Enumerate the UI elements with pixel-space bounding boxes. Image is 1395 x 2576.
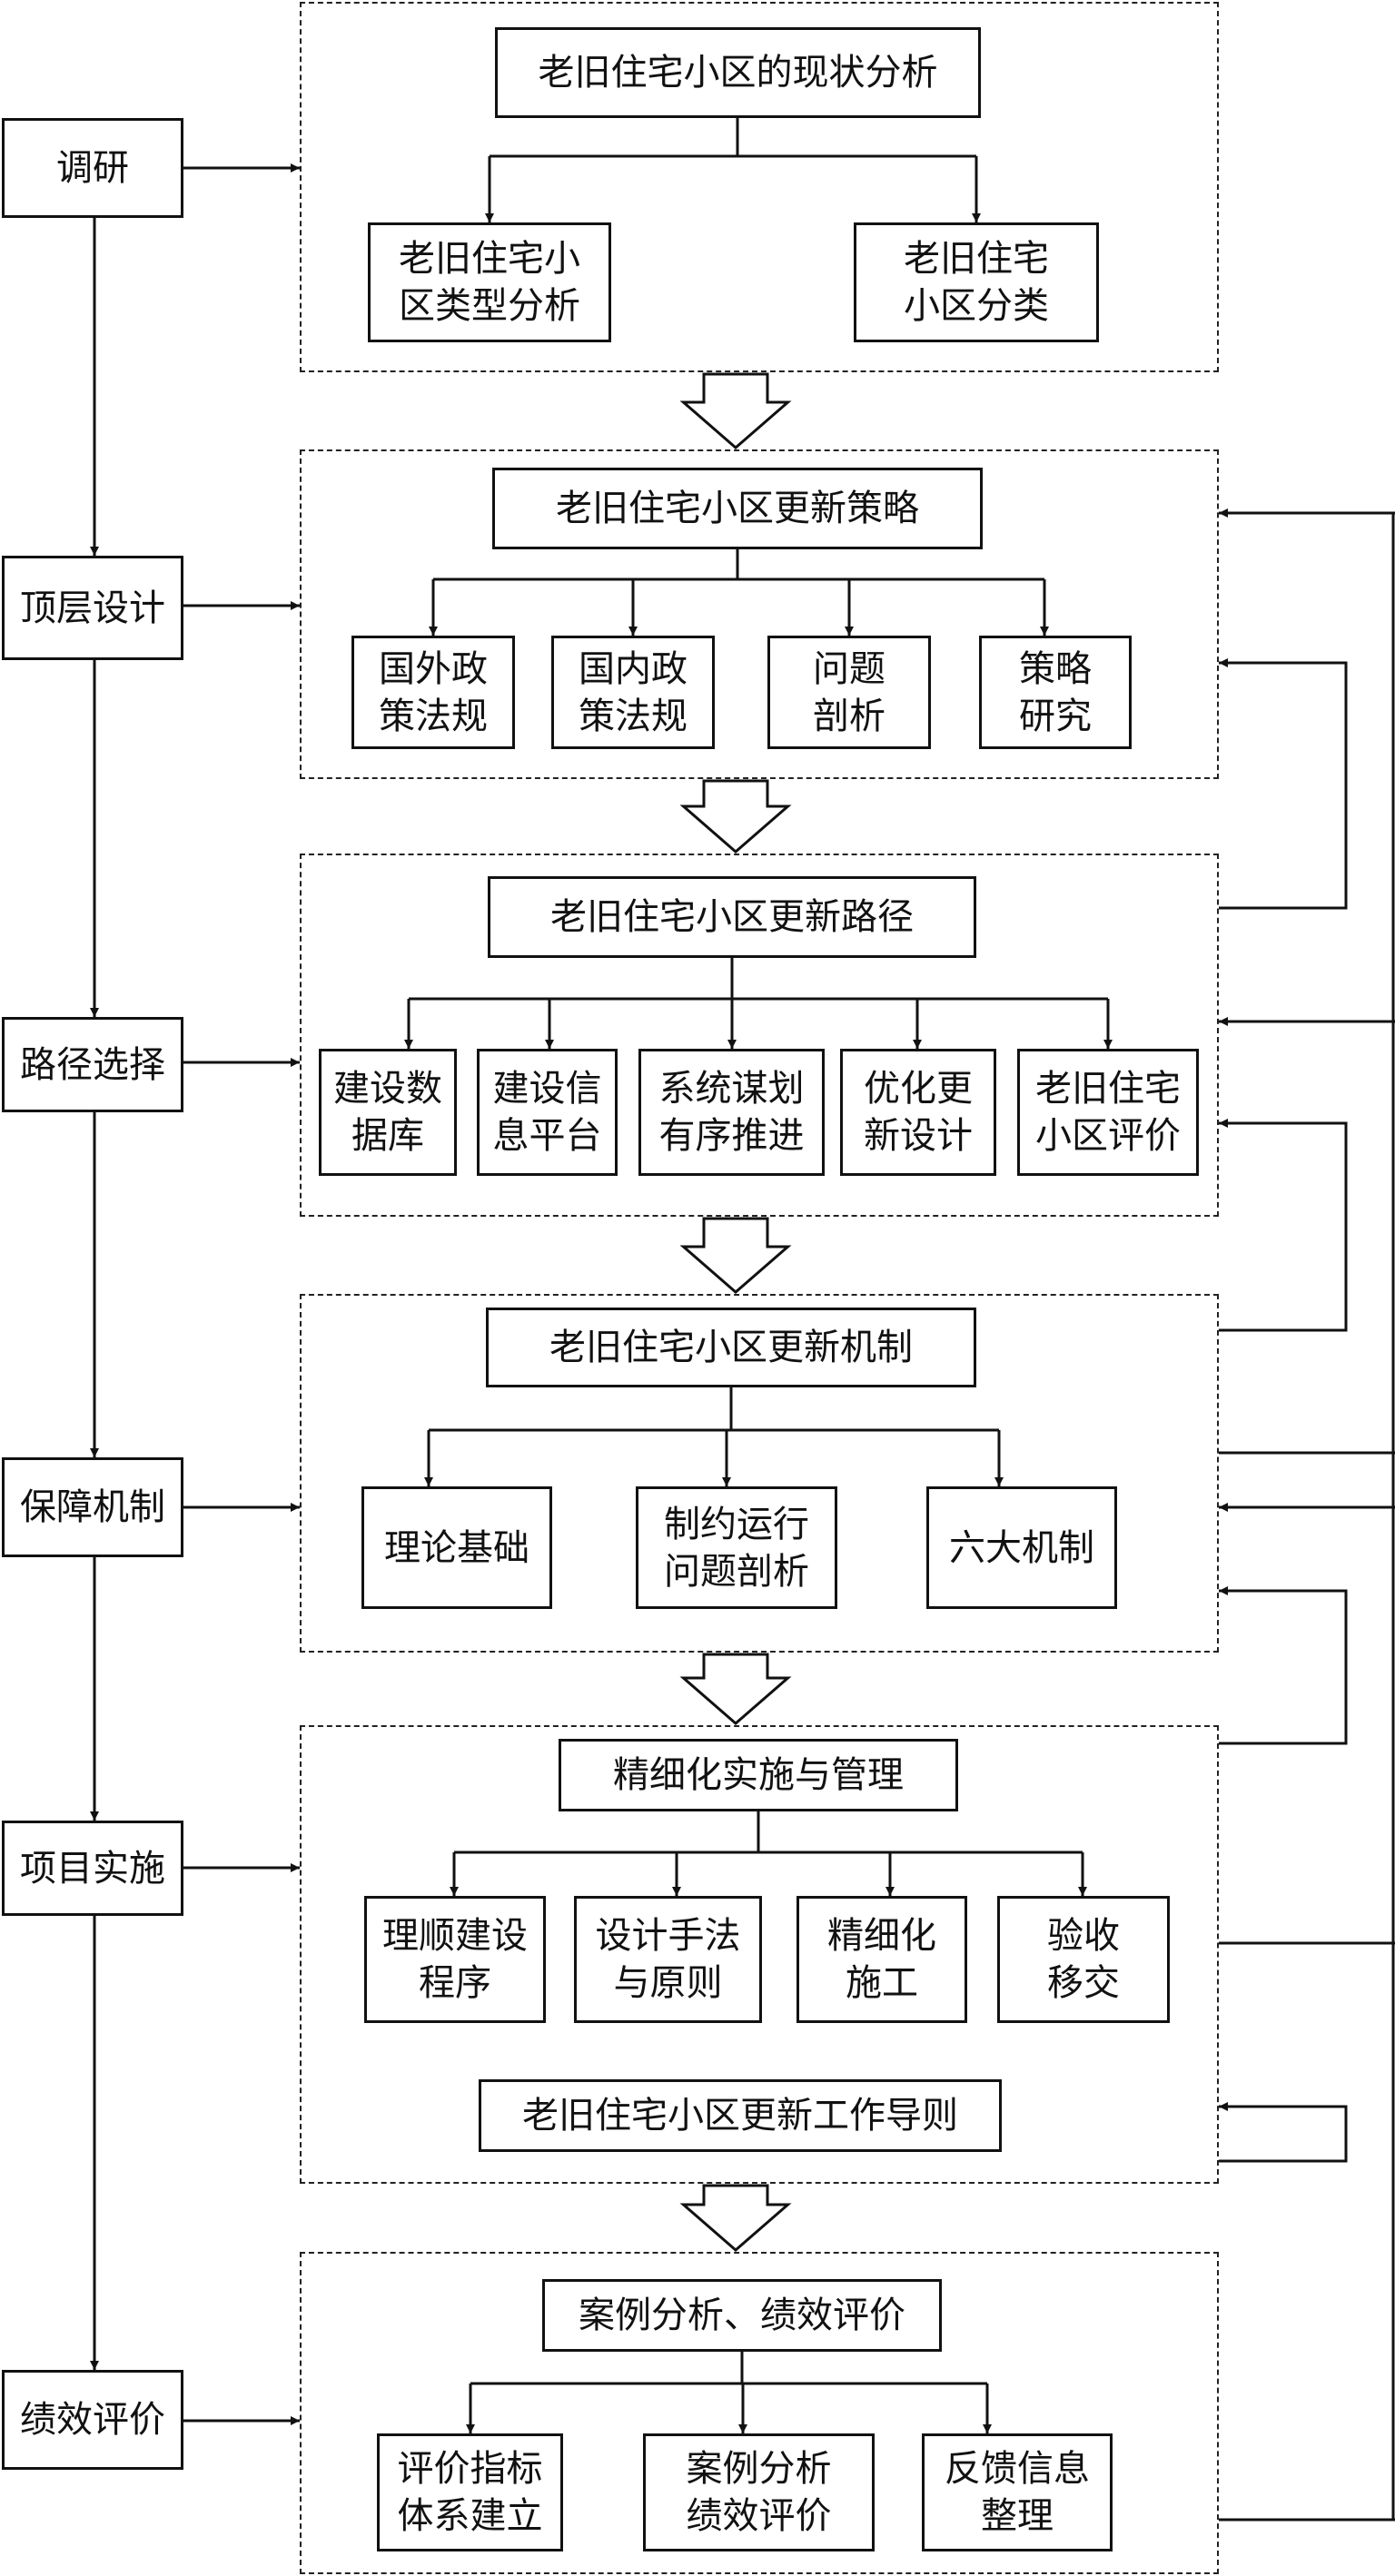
group-item-box: 理论基础 bbox=[361, 1486, 552, 1609]
group-item-box: 建设数 据库 bbox=[319, 1049, 457, 1176]
group-title-box: 老旧住宅小区更新路径 bbox=[488, 876, 976, 958]
group-item-box: 老旧住宅 小区分类 bbox=[854, 222, 1099, 342]
group-footer-box: 老旧住宅小区更新工作导则 bbox=[479, 2079, 1002, 2152]
group-container bbox=[300, 449, 1219, 779]
stage-label: 路径选择 bbox=[20, 1043, 165, 1086]
stage-box-path-selection: 路径选择 bbox=[2, 1017, 183, 1112]
group-item-box: 优化更 新设计 bbox=[840, 1049, 996, 1176]
group-title-box: 精细化实施与管理 bbox=[559, 1739, 958, 1811]
group-container bbox=[300, 1294, 1219, 1653]
group-container bbox=[300, 2252, 1219, 2574]
group-item-box: 六大机制 bbox=[926, 1486, 1117, 1609]
feedback-arrow bbox=[1219, 1586, 1348, 1745]
group-title-box: 老旧住宅小区更新策略 bbox=[492, 468, 983, 549]
feedback-arrow bbox=[1219, 658, 1348, 910]
group-title-box: 老旧住宅小区更新机制 bbox=[486, 1308, 976, 1387]
group-container bbox=[300, 854, 1219, 1217]
group-item-box: 国外政 策法规 bbox=[351, 636, 515, 749]
stage-label: 顶层设计 bbox=[20, 587, 165, 629]
group-item-box: 国内政 策法规 bbox=[551, 636, 715, 749]
stage-box-top-design: 顶层设计 bbox=[2, 556, 183, 660]
group-item-box: 系统谋划 有序推进 bbox=[638, 1049, 825, 1176]
stage-box-evaluation: 绩效评价 bbox=[2, 2370, 183, 2470]
group-item-box: 老旧住宅 小区评价 bbox=[1017, 1049, 1199, 1176]
group-title-box: 老旧住宅小区的现状分析 bbox=[495, 27, 981, 118]
feedback-arrow bbox=[1219, 2102, 1348, 2163]
stage-box-implementation: 项目实施 bbox=[2, 1821, 183, 1916]
group-item-box: 验收 移交 bbox=[997, 1896, 1170, 2023]
stage-box-guarantee: 保障机制 bbox=[2, 1457, 183, 1557]
group-container bbox=[300, 1725, 1219, 2184]
group-item-box: 反馈信息 整理 bbox=[922, 2433, 1113, 2551]
flow-down-arrow bbox=[679, 1217, 792, 1294]
feedback-arrow bbox=[1219, 1119, 1348, 1332]
group-container bbox=[300, 2, 1219, 372]
group-item-box: 问题 剖析 bbox=[767, 636, 931, 749]
flow-down-arrow bbox=[679, 372, 792, 449]
stage-label: 项目实施 bbox=[20, 1847, 165, 1890]
group-item-box: 策略 研究 bbox=[979, 636, 1132, 749]
group-item-box: 评价指标 体系建立 bbox=[377, 2433, 563, 2551]
group-item-box: 理顺建设 程序 bbox=[364, 1896, 546, 2023]
group-item-box: 案例分析 绩效评价 bbox=[643, 2433, 875, 2551]
stage-box-research: 调研 bbox=[2, 118, 183, 218]
flow-down-arrow bbox=[679, 1653, 792, 1725]
group-title-box: 案例分析、绩效评价 bbox=[542, 2279, 942, 2352]
flow-down-arrow bbox=[679, 779, 792, 854]
group-item-box: 设计手法 与原则 bbox=[574, 1896, 762, 2023]
group-item-box: 老旧住宅小 区类型分析 bbox=[368, 222, 611, 342]
group-item-box: 精细化 施工 bbox=[796, 1896, 967, 2023]
stage-label: 保障机制 bbox=[20, 1486, 165, 1528]
group-item-box: 制约运行 问题剖析 bbox=[636, 1486, 837, 1609]
stage-label: 调研 bbox=[56, 147, 129, 189]
group-item-box: 建设信 息平台 bbox=[477, 1049, 618, 1176]
stage-label: 绩效评价 bbox=[20, 2399, 165, 2441]
flow-down-arrow bbox=[679, 2184, 792, 2252]
